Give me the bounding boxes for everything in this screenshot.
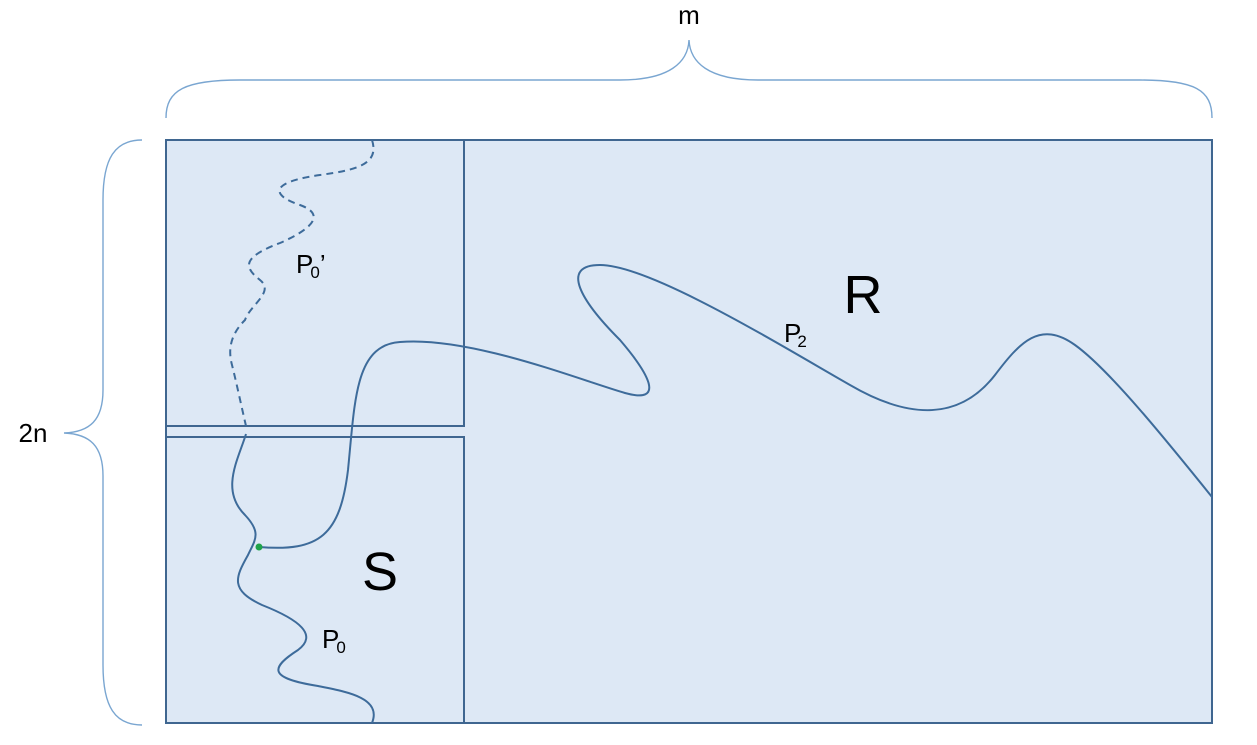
label-p2-base: P [784,318,801,348]
label-p0: P0 [322,624,346,657]
label-p2-sub: 2 [797,332,806,351]
label-p0-prime-mark: ’ [320,249,326,279]
label-p0-base: P [322,624,339,654]
height-brace [63,139,143,726]
lower-left-box [165,436,465,724]
label-p2: P2 [784,318,807,351]
p0-path [231,433,375,724]
width-brace [165,39,1213,119]
label-p0-prime: P0’ [296,249,326,282]
p2-path [258,263,1213,549]
upper-left-box [165,139,465,427]
p0-prime-path-dashed [229,139,375,427]
region-label-r: R [844,265,883,325]
junction-point [255,543,263,551]
height-label: 2n [19,418,48,448]
label-p0-prime-sub: 0 [310,263,319,282]
width-label: m [678,0,700,30]
label-p0-sub: 0 [336,638,345,657]
region-label-s: S [362,542,398,602]
label-p0-prime-base: P [296,249,313,279]
